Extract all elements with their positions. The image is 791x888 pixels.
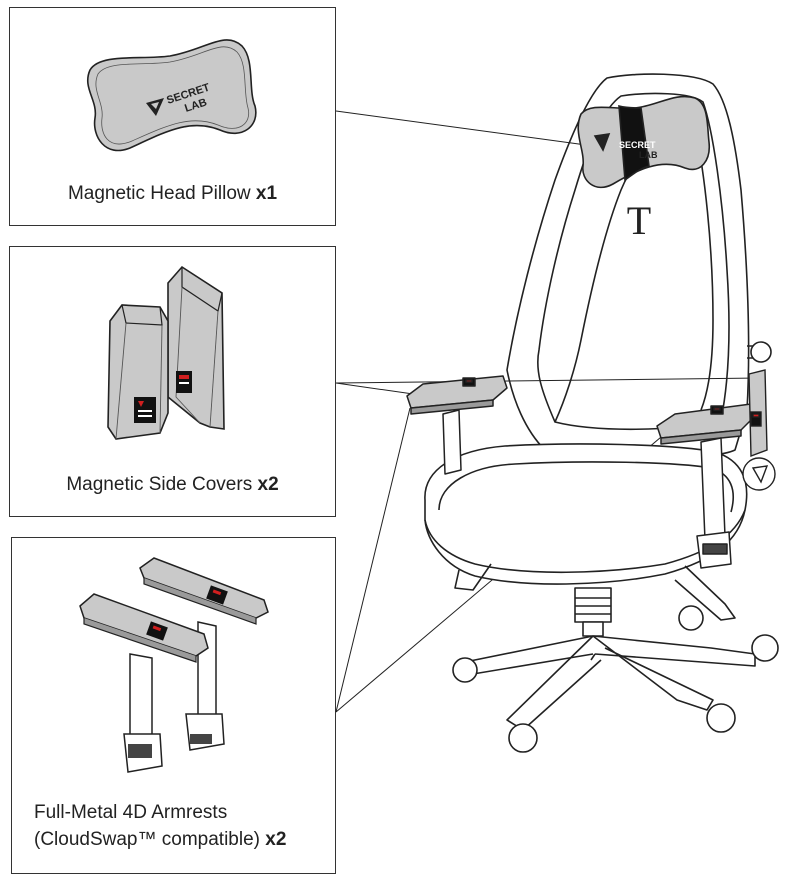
- armrests-caption: Full-Metal 4D Armrests (CloudSwap™ compa…: [34, 799, 286, 853]
- side-covers-qty: x2: [257, 474, 279, 495]
- armrests-label-line2: (CloudSwap™ compatible): [34, 829, 260, 850]
- head-pillow-illustration: SECRET LAB: [87, 39, 257, 152]
- secretlab-logo-icon: [146, 98, 164, 116]
- side-covers-caption: Magnetic Side Covers x2: [10, 471, 335, 498]
- chair-pillow-logo-icon: [593, 133, 611, 152]
- head-pillow-caption: Magnetic Head Pillow x1: [10, 180, 335, 207]
- head-pillow-panel: SECRET LAB Magnetic Head Pillow x1: [9, 7, 336, 226]
- armrests-label-line1: Full-Metal 4D Armrests: [34, 802, 228, 823]
- side-covers-illustration: [107, 265, 225, 440]
- armrests-illustration: [79, 557, 269, 773]
- armrests-qty: x2: [265, 829, 287, 850]
- head-pillow-qty: x1: [255, 183, 278, 204]
- side-covers-panel: Magnetic Side Covers x2: [9, 246, 336, 517]
- chair-monogram: T: [627, 198, 651, 243]
- head-pillow-label: Magnetic Head Pillow: [67, 183, 251, 204]
- gaming-chair-illustration: SECRET LAB T: [406, 73, 779, 753]
- chair-pillow-logo-line2: LAB: [639, 150, 658, 160]
- armrests-panel: Full-Metal 4D Armrests (CloudSwap™ compa…: [11, 537, 336, 874]
- side-covers-label: Magnetic Side Covers: [66, 474, 253, 495]
- chair-pillow-logo-line1: SECRET: [619, 140, 656, 150]
- chair-head-pillow: [577, 95, 710, 189]
